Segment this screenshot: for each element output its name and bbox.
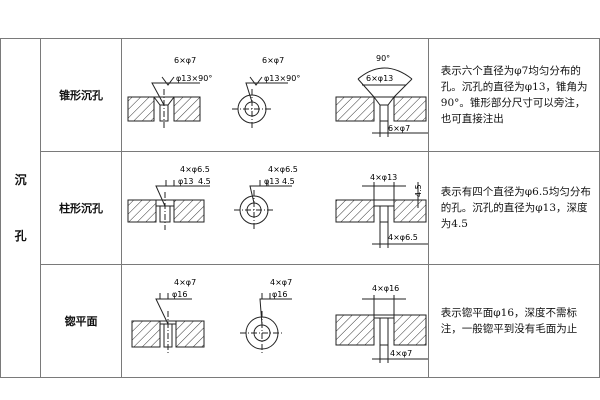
dim-c-angle: 90° bbox=[376, 54, 390, 63]
countersink-drawing: 6×φ7 φ13×90° 6×φ7 φ13×90° bbox=[127, 54, 428, 137]
desc-cell-countersink: 表示六个直径为φ7均匀分布的孔。沉孔的直径为φ13，锥角为90°。锥形部分尺寸可… bbox=[427, 38, 600, 152]
category-cell: 沉 孔 bbox=[0, 38, 42, 378]
callout-a-bottom: φ16 bbox=[172, 290, 187, 299]
dim-c-dia: 4×φ13 bbox=[370, 173, 397, 182]
counterbore-drawing: 4×φ6.5 φ13 4.5 4×φ6.5 φ13 4.5 bbox=[127, 165, 428, 248]
counterbore-dimension-c: 4×φ13 4.5 4×φ6.5 bbox=[335, 173, 428, 248]
callout-a-bottom: φ13 bbox=[178, 177, 193, 186]
category-char-1: 沉 bbox=[14, 173, 27, 187]
drawing-cell-countersink: 6×φ7 φ13×90° 6×φ7 φ13×90° bbox=[120, 38, 429, 152]
callout-a-top: 4×φ6.5 bbox=[180, 165, 210, 174]
drawing-cell-counterbore: 4×φ6.5 φ13 4.5 4×φ6.5 φ13 4.5 bbox=[120, 151, 429, 265]
callout-a-depth: 4.5 bbox=[198, 177, 211, 186]
dim-c-hole: 6×φ7 bbox=[388, 124, 410, 133]
type-cell-countersink: 锥形沉孔 bbox=[40, 38, 122, 152]
callout-a-bottom: φ13×90° bbox=[176, 74, 212, 83]
table-row: 沉 孔 锥形沉孔 bbox=[0, 38, 600, 378]
callout-b-bottom: φ13×90° bbox=[264, 74, 300, 83]
callout-b-bottom: φ16 bbox=[272, 290, 287, 299]
table-row: 柱形沉孔 4×φ6.5 φ13 4.5 bbox=[1, 151, 600, 265]
dim-c-depth: 4.5 bbox=[414, 184, 423, 197]
spotface-drawing: 4×φ7 φ16 4×φ7 φ16 bbox=[131, 278, 428, 363]
callout-b-top: 6×φ7 bbox=[262, 56, 284, 65]
desc-cell-counterbore: 表示有四个直径为φ6.5均匀分布的孔。沉孔的直径为φ13，深度为4.5 bbox=[427, 151, 600, 265]
spotface-plan-b: 4×φ7 φ16 bbox=[239, 278, 292, 355]
dim-c-hole: 4×φ6.5 bbox=[388, 233, 418, 242]
hole-annotation-table: 沉 孔 锥形沉孔 bbox=[0, 38, 600, 378]
dim-c-dia: 4×φ16 bbox=[372, 284, 399, 293]
countersink-plan-b: 6×φ7 φ13×90° bbox=[231, 56, 300, 129]
desc-cell-spotface: 表示锪平面φ16，深度不需标注，一般锪平到没有毛面为止 bbox=[427, 264, 600, 378]
callout-b-top: 4×φ7 bbox=[270, 278, 292, 287]
countersink-section-a: 6×φ7 φ13×90° bbox=[127, 56, 212, 129]
callout-a-top: 4×φ7 bbox=[174, 278, 196, 287]
countersink-dimension-c: 90° 6×φ13 6×φ7 bbox=[335, 54, 428, 137]
table-row: 锪平面 4×φ7 φ16 bbox=[1, 264, 600, 378]
type-cell-counterbore: 柱形沉孔 bbox=[40, 151, 122, 265]
spotface-dimension-c: 4×φ16 4×φ7 bbox=[335, 284, 428, 363]
callout-b-depth: 4.5 bbox=[282, 177, 295, 186]
counterbore-section-a: 4×φ6.5 φ13 4.5 bbox=[127, 165, 211, 230]
dim-c-dia: 6×φ13 bbox=[366, 74, 393, 83]
category-char-2: 孔 bbox=[14, 229, 27, 243]
callout-a-top: 6×φ7 bbox=[174, 56, 196, 65]
dim-c-hole: 4×φ7 bbox=[390, 349, 412, 358]
drawing-cell-spotface: 4×φ7 φ16 4×φ7 φ16 bbox=[120, 264, 429, 378]
callout-b-top: 4×φ6.5 bbox=[268, 165, 298, 174]
callout-b-bottom: φ13 bbox=[264, 177, 279, 186]
type-cell-spotface: 锪平面 bbox=[40, 264, 122, 378]
counterbore-plan-b: 4×φ6.5 φ13 4.5 bbox=[233, 165, 298, 230]
spotface-section-a: 4×φ7 φ16 bbox=[131, 278, 205, 355]
